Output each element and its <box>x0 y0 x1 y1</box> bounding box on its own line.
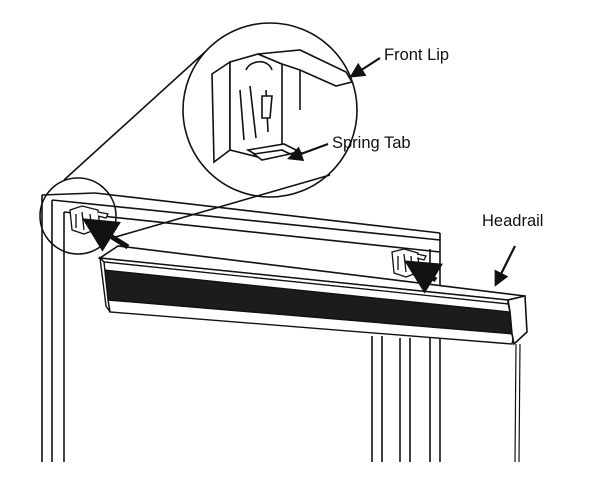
install-arrow-left <box>82 218 130 252</box>
magnifier <box>39 22 358 255</box>
spring-tab-label: Spring Tab <box>332 134 411 152</box>
headrail-pointer <box>494 245 516 287</box>
enlarged-bracket <box>211 49 354 164</box>
install-arrow-right <box>404 260 444 294</box>
front-lip-label: Front Lip <box>384 46 449 64</box>
front-lip-pointer <box>349 57 381 78</box>
lift-cords <box>514 343 521 463</box>
window-frame <box>41 192 441 462</box>
spring-tab-pointer <box>287 142 329 161</box>
headrail-label: Headrail <box>482 212 543 230</box>
headrail <box>97 245 528 346</box>
